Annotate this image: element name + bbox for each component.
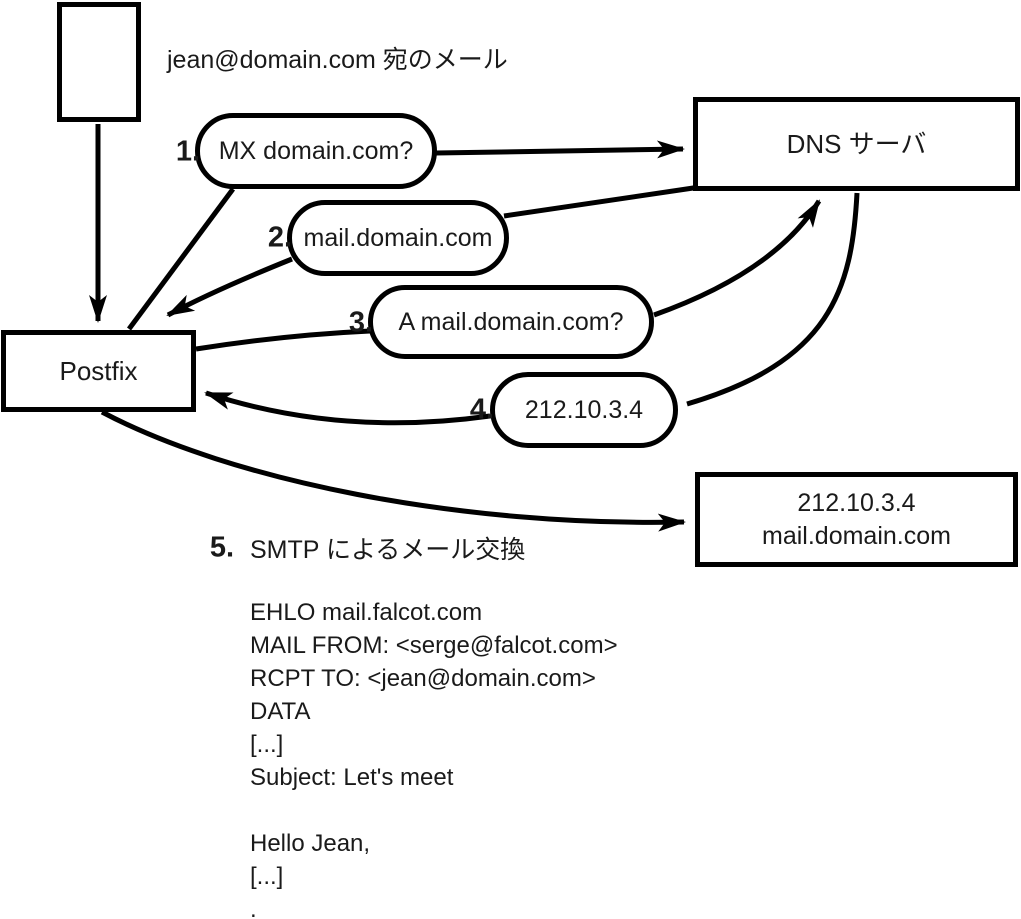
- smtp-session-text: EHLO mail.falcot.com MAIL FROM: <serge@f…: [250, 596, 618, 919]
- mail-message-box: [57, 2, 141, 122]
- step1-number: 1.: [175, 135, 200, 168]
- dns-server-box: DNS サーバ: [693, 97, 1020, 191]
- smtp-line: [...]: [250, 863, 284, 890]
- smtp-line: .: [250, 896, 257, 919]
- query1-bubble: MX domain.com?: [195, 113, 437, 189]
- reply4-label: 212.10.3.4: [524, 395, 644, 424]
- arrow-query3-to-dns: [653, 199, 822, 318]
- line-postfix-to-query3: [195, 328, 371, 352]
- smtp-line: EHLO mail.falcot.com: [250, 599, 483, 626]
- query1-label: MX domain.com?: [218, 136, 414, 165]
- line-dns-to-reply4: [686, 192, 860, 407]
- smtp-line: DATA: [250, 698, 311, 725]
- smtp-line: RCPT TO: <jean@domain.com>: [250, 665, 596, 692]
- mail-server-box: 212.10.3.4 mail.domain.com: [695, 472, 1018, 567]
- step5-number: 5.: [209, 531, 234, 564]
- query3-label: A mail.domain.com?: [398, 307, 624, 336]
- smtp-line: MAIL FROM: <serge@falcot.com>: [250, 632, 618, 659]
- dns-server-label: DNS サーバ: [786, 128, 927, 159]
- smtp-line: Subject: Let's meet: [250, 764, 454, 791]
- reply2-label: mail.domain.com: [303, 223, 493, 252]
- mail-server-ip: 212.10.3.4: [797, 488, 916, 517]
- smtp-line: Hello Jean,: [250, 830, 371, 857]
- step3-number: 3.: [348, 306, 373, 339]
- mail-destination-label: jean@domain.com 宛のメール: [167, 46, 508, 74]
- step5-label: SMTP によるメール交換: [250, 536, 526, 564]
- line-postfix-to-query1: [126, 187, 236, 331]
- postfix-label: Postfix: [59, 355, 138, 386]
- smtp-line: [...]: [250, 731, 284, 758]
- arrow-query1-to-dns: [435, 140, 685, 159]
- line-dns-to-reply2: [503, 184, 701, 219]
- step4-number: 4.: [469, 393, 494, 426]
- reply2-bubble: mail.domain.com: [287, 200, 509, 276]
- arrow-reply2-to-postfix: [166, 256, 293, 318]
- step2-number: 2.: [267, 221, 292, 254]
- query3-bubble: A mail.domain.com?: [368, 285, 654, 359]
- reply4-bubble: 212.10.3.4: [490, 372, 678, 448]
- postfix-box: Postfix: [1, 330, 196, 412]
- smtp-line: [250, 794, 618, 827]
- arrow-reply4-to-postfix: [204, 390, 491, 426]
- mail-server-host: mail.domain.com: [762, 521, 951, 550]
